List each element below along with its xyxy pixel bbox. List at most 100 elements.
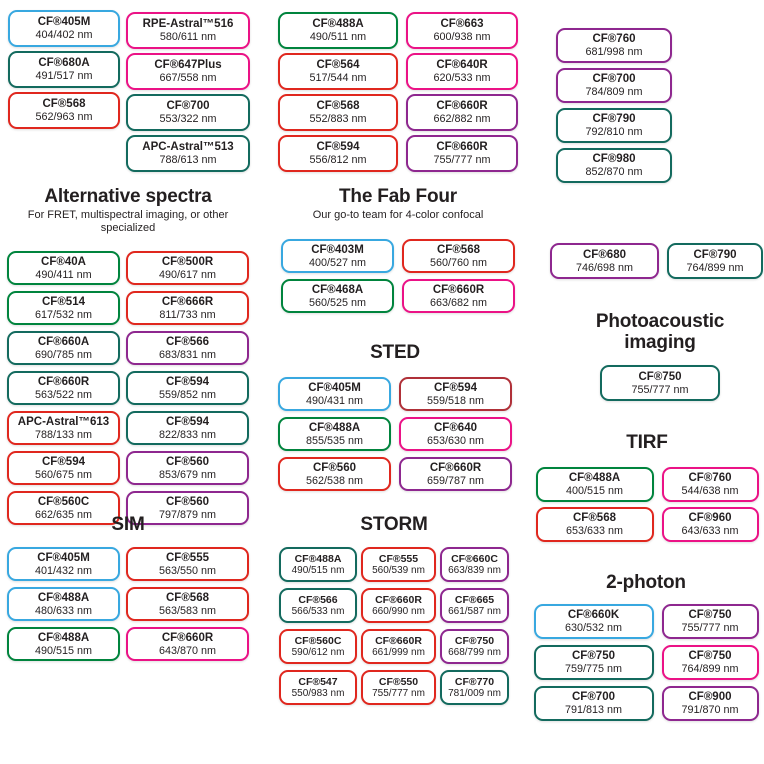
dye-excitation-emission: 788/613 nm (159, 154, 217, 166)
section-alternative-spectra: Alternative spectra For FRET, multispect… (4, 186, 252, 525)
dye-name: CF®750 (688, 609, 732, 621)
dye-excitation-emission: 404/402 nm (35, 29, 93, 41)
dye-excitation-emission: 653/630 nm (426, 434, 485, 447)
dye-name: CF®568 (166, 591, 209, 604)
dye-excitation-emission: 653/633 nm (565, 525, 624, 537)
dye-name: CF®405M (37, 551, 90, 564)
dye-name: CF®405M (308, 381, 361, 394)
dye-name: CF®660R (429, 461, 482, 474)
dye-name: CF®560 (166, 495, 209, 508)
dye-name: CF®660R (432, 283, 485, 296)
dye-name: CF®665 (454, 594, 495, 606)
section-title: TIRF (626, 432, 668, 453)
dye-name: CF®700 (166, 100, 210, 112)
dye-name: CF®547 (298, 676, 338, 688)
section-title: STORM (360, 514, 428, 535)
dye-name: CF®960 (688, 512, 732, 524)
dye-excitation-emission: 560/525 nm (308, 296, 367, 309)
dye-excitation-emission: 791/813 nm (564, 704, 623, 716)
dye-name: CF®640R (436, 59, 488, 71)
dye-name: APC-Astral™513 (142, 141, 234, 153)
dye-excitation-emission: 620/533 nm (433, 72, 491, 84)
dye-excitation-emission: 661/587 nm (448, 606, 501, 617)
dye-excitation-emission: 792/810 nm (585, 126, 643, 138)
dye-name: CF®660A (37, 335, 90, 348)
dye-excitation-emission: 490/617 nm (158, 268, 217, 281)
dye-excitation-emission: 630/532 nm (564, 622, 623, 634)
dye-name: CF®560 (166, 455, 209, 468)
dye-excitation-emission: 683/831 nm (158, 348, 217, 361)
dye-excitation-emission: 668/799 nm (448, 647, 501, 658)
dye-excitation-emission: 562/963 nm (35, 111, 93, 123)
section-fab-four: The Fab Four Our go-to team for 4-color … (278, 186, 518, 313)
dye-name: CF®660R (161, 631, 214, 644)
dye-name: CF®750 (454, 635, 495, 647)
dye-excitation-emission: 517/544 nm (309, 72, 367, 84)
section-title: The Fab Four (339, 186, 457, 207)
dye-name: CF®700 (592, 73, 636, 85)
dye-excitation-emission: 759/775 nm (564, 663, 623, 675)
dye-name: CF®770 (454, 676, 495, 688)
dye-name: CF®560C (37, 495, 90, 508)
dye-excitation-emission: 490/515 nm (34, 644, 93, 657)
dye-excitation-emission: 563/550 nm (158, 564, 217, 577)
dye-excitation-emission: 755/777 nm (372, 688, 425, 699)
dye-excitation-emission: 755/777 nm (433, 154, 491, 166)
dye-name: CF®700 (572, 691, 615, 703)
dye-name: CF®568 (437, 243, 480, 256)
dye-excitation-emission: 853/679 nm (158, 468, 217, 481)
dye-name: CF®488A (294, 553, 342, 565)
dye-name: CF®568 (316, 100, 360, 112)
dye-name: CF®488A (568, 472, 621, 484)
dye-excitation-emission: 580/611 nm (159, 31, 217, 43)
dye-excitation-emission: 690/785 nm (34, 348, 93, 361)
dye-excitation-emission: 400/515 nm (565, 485, 624, 497)
dye-excitation-emission: 559/852 nm (158, 388, 217, 401)
dye-excitation-emission: 490/431 nm (305, 394, 364, 407)
dye-excitation-emission: 590/612 nm (291, 647, 345, 658)
dye-excitation-emission: 560/760 nm (429, 256, 488, 269)
dye-name: CF®568 (42, 98, 86, 110)
dye-excitation-emission: 764/899 nm (686, 261, 744, 274)
dye-name: CF®660R (436, 141, 488, 153)
dye-excitation-emission: 617/532 nm (34, 308, 93, 321)
